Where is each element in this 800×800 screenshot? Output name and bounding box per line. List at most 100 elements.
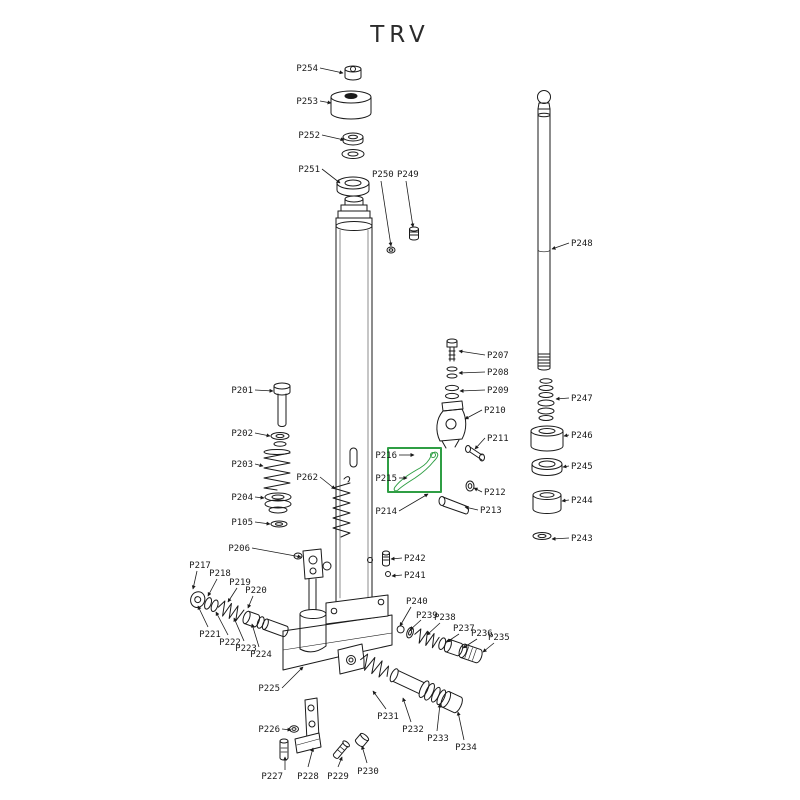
leader-P246 <box>563 433 570 438</box>
leader-P222 <box>215 611 229 636</box>
shape-P247 <box>537 378 555 421</box>
label-P202[interactable]: P202 <box>231 429 253 439</box>
leader-P232 <box>402 697 412 723</box>
label-P220[interactable]: P220 <box>245 586 267 596</box>
label-P250[interactable]: P250 <box>372 170 394 180</box>
label-P217[interactable]: P217 <box>189 561 211 571</box>
leader-P250 <box>380 180 393 247</box>
leader-P243 <box>551 536 570 541</box>
label-P239[interactable]: P239 <box>416 611 438 621</box>
leader-lines <box>191 67 570 770</box>
label-P219[interactable]: P219 <box>229 578 251 588</box>
shape-P229 <box>332 740 350 759</box>
leader-P240 <box>399 606 412 627</box>
label-P207[interactable]: P207 <box>487 351 509 361</box>
highlight-region[interactable] <box>387 447 442 493</box>
leader-P238 <box>426 622 441 636</box>
label-P218[interactable]: P218 <box>209 569 231 579</box>
shape-P226 <box>289 725 299 733</box>
shape-P212 <box>465 480 475 492</box>
leader-P247 <box>555 396 570 401</box>
label-P206[interactable]: P206 <box>228 544 250 554</box>
leader-P235 <box>482 642 495 653</box>
label-P240[interactable]: P240 <box>406 597 428 607</box>
shape-P254 <box>344 65 362 81</box>
selection-box[interactable] <box>387 447 442 493</box>
label-P236[interactable]: P236 <box>471 629 493 639</box>
label-P244[interactable]: P244 <box>571 496 593 506</box>
label-P203[interactable]: P203 <box>231 460 253 470</box>
label-P249[interactable]: P249 <box>397 170 419 180</box>
label-P248[interactable]: P248 <box>571 239 593 249</box>
leader-P242 <box>390 556 403 561</box>
leader-P212 <box>473 487 483 493</box>
shape-P216-pin <box>430 452 436 458</box>
shape-P206 <box>293 548 332 580</box>
label-P213[interactable]: P213 <box>480 506 502 516</box>
leader-P208 <box>458 370 486 375</box>
label-P231[interactable]: P231 <box>377 712 399 722</box>
shape-P215[interactable] <box>393 451 439 492</box>
label-P208[interactable]: P208 <box>487 368 509 378</box>
label-P214[interactable]: P214 <box>375 507 397 517</box>
label-P224[interactable]: P224 <box>250 650 272 660</box>
label-P221[interactable]: P221 <box>199 630 221 640</box>
label-P216[interactable]: P216 <box>375 451 397 461</box>
diagram-art <box>190 65 564 761</box>
label-P238[interactable]: P238 <box>434 613 456 623</box>
label-P243[interactable]: P243 <box>571 534 593 544</box>
label-P227[interactable]: P227 <box>261 772 283 782</box>
shape-valve-left <box>190 591 289 638</box>
leader-P244 <box>561 498 570 503</box>
leader-P249 <box>405 180 415 228</box>
shape-P250 <box>386 246 396 254</box>
label-P211[interactable]: P211 <box>487 434 509 444</box>
label-P254[interactable]: P254 <box>296 64 318 74</box>
label-P251[interactable]: P251 <box>298 165 320 175</box>
label-P229[interactable]: P229 <box>327 772 349 782</box>
label-P105[interactable]: P105 <box>231 518 253 528</box>
leader-P248 <box>551 242 570 250</box>
label-P204[interactable]: P204 <box>231 493 253 503</box>
label-P252[interactable]: P252 <box>298 131 320 141</box>
label-P230[interactable]: P230 <box>357 767 379 777</box>
shape-cylinder-neck <box>335 195 373 227</box>
shape-P230 <box>354 732 370 748</box>
leader-P207 <box>458 349 486 356</box>
leader-P213 <box>464 505 479 511</box>
label-P262[interactable]: P262 <box>296 473 318 483</box>
leader-P218 <box>207 578 218 597</box>
label-P210[interactable]: P210 <box>484 406 506 416</box>
leader-P211 <box>474 437 486 450</box>
label-P245[interactable]: P245 <box>571 462 593 472</box>
leader-P221 <box>197 605 209 628</box>
label-P225[interactable]: P225 <box>258 684 280 694</box>
label-P215[interactable]: P215 <box>375 474 397 484</box>
shape-P207 <box>446 338 458 362</box>
leader-P204 <box>254 495 265 500</box>
leader-P234 <box>456 711 465 741</box>
label-P253[interactable]: P253 <box>296 97 318 107</box>
label-P228[interactable]: P228 <box>297 772 319 782</box>
leader-P223 <box>233 617 245 642</box>
label-P232[interactable]: P232 <box>402 725 424 735</box>
label-P247[interactable]: P247 <box>571 394 593 404</box>
label-P223[interactable]: P223 <box>235 644 257 654</box>
label-P201[interactable]: P201 <box>231 386 253 396</box>
label-P242[interactable]: P242 <box>404 554 426 564</box>
leader-P254 <box>319 67 344 75</box>
label-P212[interactable]: P212 <box>484 488 506 498</box>
label-P209[interactable]: P209 <box>487 386 509 396</box>
shape-P246 <box>530 425 564 452</box>
label-P246[interactable]: P246 <box>571 431 593 441</box>
shape-P211 <box>465 445 485 462</box>
leader-P209 <box>459 388 486 393</box>
label-P235[interactable]: P235 <box>488 633 510 643</box>
label-P226[interactable]: P226 <box>258 725 280 735</box>
label-P241[interactable]: P241 <box>404 571 426 581</box>
label-P233[interactable]: P233 <box>427 734 449 744</box>
label-P237[interactable]: P237 <box>453 624 475 634</box>
label-P234[interactable]: P234 <box>455 743 477 753</box>
leader-P206 <box>251 547 302 559</box>
label-P222[interactable]: P222 <box>219 638 241 648</box>
